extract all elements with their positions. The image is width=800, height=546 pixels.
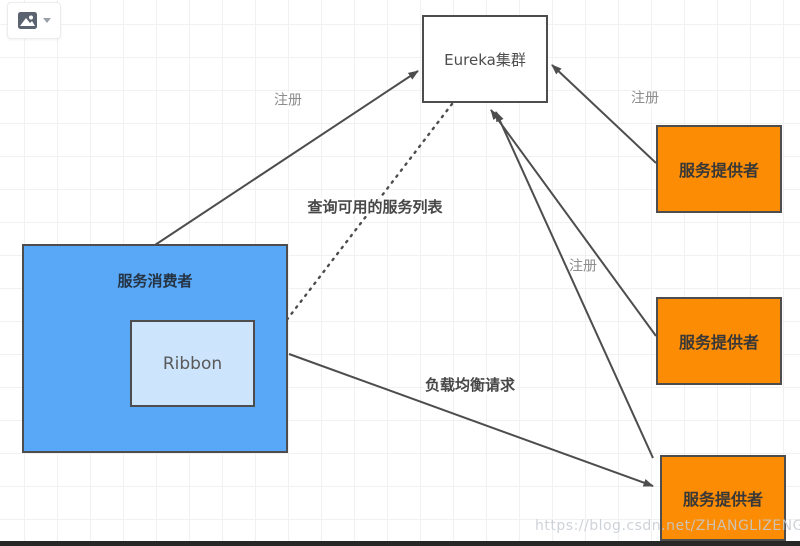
node-service-provider-2: 服务提供者 <box>656 297 782 385</box>
node-ribbon: Ribbon <box>130 320 255 407</box>
edge-register-provider1 <box>551 64 657 164</box>
edge-load-balance-request <box>288 353 654 487</box>
node-service-provider-1: 服务提供者 <box>656 125 782 213</box>
csdn-watermark: https://blog.csdn.net/ZHANGLIZENG <box>535 518 800 534</box>
node-eureka-cluster: Eureka集群 <box>422 15 548 103</box>
edge-label-register-provider2: 注册 <box>569 258 597 275</box>
node-provider2-label: 服务提供者 <box>678 333 759 352</box>
node-eureka-label: Eureka集群 <box>444 50 526 69</box>
insert-image-button[interactable] <box>7 2 61 39</box>
edge-register-provider3 <box>495 111 654 459</box>
edge-label-load-balance: 负载均衡请求 <box>422 376 518 394</box>
node-consumer-label: 服务消费者 <box>117 272 193 290</box>
node-provider3-label: 服务提供者 <box>682 490 763 509</box>
edge-label-register-provider1: 注册 <box>629 90 661 108</box>
chevron-down-icon <box>42 18 51 23</box>
node-ribbon-label: Ribbon <box>162 353 223 374</box>
image-icon <box>17 12 37 29</box>
edge-query-service-list <box>261 102 454 353</box>
edge-register-provider2 <box>490 109 657 337</box>
edge-label-register-consumer: 注册 <box>272 92 304 110</box>
bottom-border-bar <box>0 541 800 546</box>
edge-label-query-service-list: 查询可用的服务列表 <box>305 198 445 216</box>
node-provider1-label: 服务提供者 <box>678 161 759 180</box>
node-service-provider-3: 服务提供者 <box>660 455 786 541</box>
